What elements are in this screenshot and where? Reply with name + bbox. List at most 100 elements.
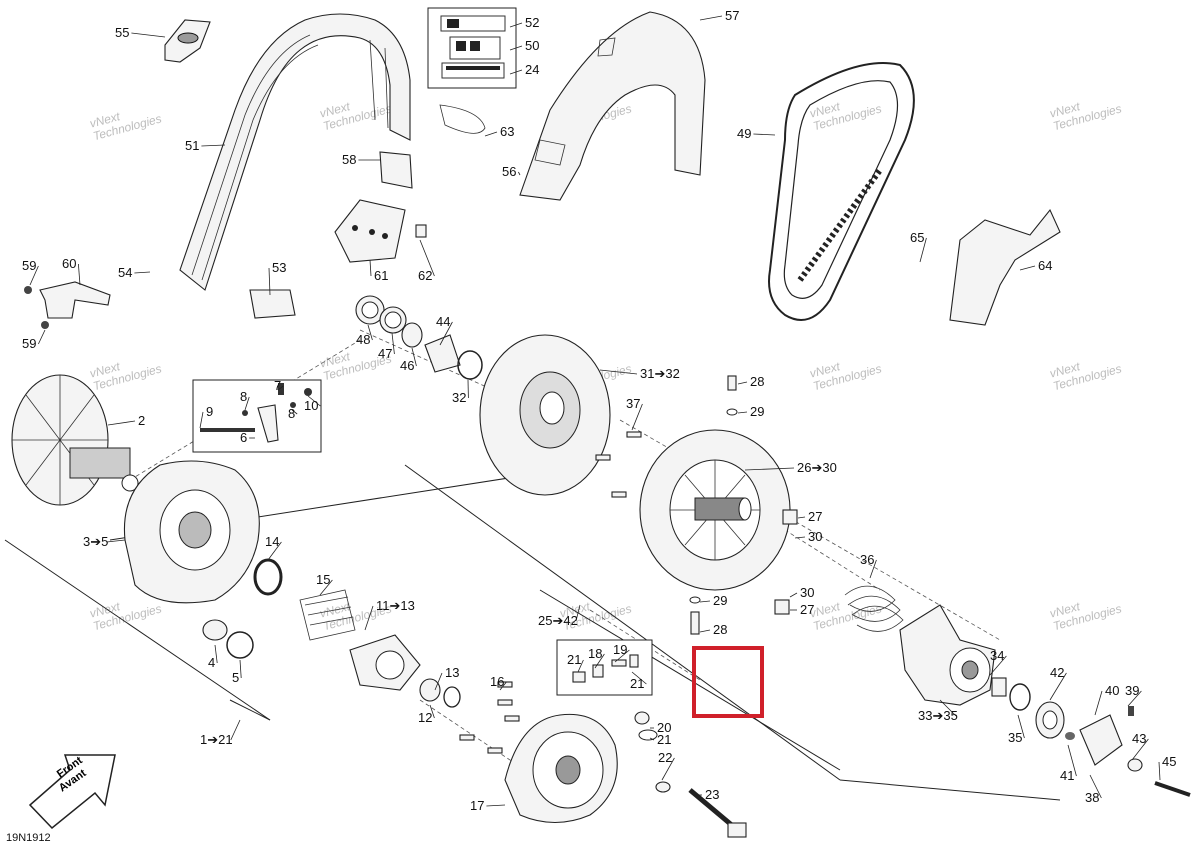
callout-label: 41 <box>1060 768 1074 783</box>
callout-leader <box>485 132 497 136</box>
callout-leader <box>700 630 710 632</box>
callout-label: 40 <box>1105 683 1119 698</box>
callout-label: 59 <box>22 258 36 273</box>
callout-leader <box>131 33 165 37</box>
callout-label: 1➔21 <box>200 732 233 747</box>
callout-label: 56 <box>502 164 516 179</box>
callout-leader <box>738 412 747 413</box>
spider-bolts <box>460 682 519 753</box>
driven-pulley-assembly <box>640 430 790 590</box>
callout-label: 57 <box>725 8 739 23</box>
main-bolt <box>656 782 746 837</box>
callout-label: 37 <box>626 396 640 411</box>
callout-label: 13 <box>445 665 459 680</box>
callout-label: 28 <box>750 374 764 389</box>
callout-label: 14 <box>265 534 279 549</box>
callout-leader <box>1159 762 1160 780</box>
callout-label: 59 <box>22 336 36 351</box>
front-direction-arrow: Front Avant <box>30 754 115 828</box>
callout-label: 20 <box>657 720 671 735</box>
callout-label: 23 <box>705 787 719 802</box>
callout-label: 27 <box>800 602 814 617</box>
callout-label: 30 <box>800 585 814 600</box>
callout-label: 25➔42 <box>538 613 578 628</box>
callout-label: 44 <box>436 314 450 329</box>
callout-leader <box>798 517 805 518</box>
callout-label: 4 <box>208 655 215 670</box>
callout-label: 58 <box>342 152 356 167</box>
callout-leader <box>1020 266 1035 270</box>
callout-label: 7 <box>274 378 281 393</box>
callout-label: 36 <box>860 552 874 567</box>
callout-leader <box>108 421 135 425</box>
callout-label: 43 <box>1132 731 1146 746</box>
callout-label: 29 <box>713 593 727 608</box>
callout-label: 8 <box>288 406 295 421</box>
callout-leader <box>790 593 797 597</box>
callout-label: 2 <box>138 413 145 428</box>
callout-label: 50 <box>525 38 539 53</box>
callout-label: 35 <box>1008 730 1022 745</box>
callout-leader <box>486 805 505 806</box>
callout-leader <box>738 382 747 384</box>
callout-label: 52 <box>525 15 539 30</box>
callout-label: 45 <box>1162 754 1176 769</box>
callout-label: 8 <box>240 389 247 404</box>
callout-label: 46 <box>400 358 414 373</box>
handle-part <box>165 20 210 62</box>
callout-leader <box>78 264 80 285</box>
cam-assembly <box>900 605 995 705</box>
callout-leader <box>700 601 710 602</box>
callout-label: 3➔5 <box>83 534 108 549</box>
label-set-box <box>428 8 516 88</box>
callout-label: 64 <box>1038 258 1052 273</box>
callout-label: 38 <box>1085 790 1099 805</box>
callout-label: 48 <box>356 332 370 347</box>
callout-label: 9 <box>206 404 213 419</box>
callout-label: 15 <box>316 572 330 587</box>
callout-label: 60 <box>62 256 76 271</box>
callout-label: 19 <box>613 642 627 657</box>
callout-label: 24 <box>525 62 539 77</box>
callout-label: 17 <box>470 798 484 813</box>
left-bracket <box>24 282 110 329</box>
callout-label: 62 <box>418 268 432 283</box>
callout-label: 21 <box>567 652 581 667</box>
callout-label: 31➔32 <box>640 366 680 381</box>
diagram-code: 19N1912 <box>6 832 51 844</box>
callout-label: 6 <box>240 430 247 445</box>
callout-label: 53 <box>272 260 286 275</box>
drive-pulley-fixed-sheave <box>12 375 138 505</box>
callout-label: 54 <box>118 265 132 280</box>
callout-label: 61 <box>374 268 388 283</box>
callout-label: 12 <box>418 710 432 725</box>
callout-label: 42 <box>1050 665 1064 680</box>
callout-label: 34 <box>990 648 1004 663</box>
callout-leader <box>518 172 520 175</box>
callout-label: 33➔35 <box>918 708 958 723</box>
drive-belt <box>769 63 914 320</box>
callout-leader <box>753 134 775 135</box>
callout-label: 16 <box>490 674 504 689</box>
spider-assembly <box>505 712 657 823</box>
callout-leader <box>215 645 217 663</box>
callout-label: 65 <box>910 230 924 245</box>
callout-leader <box>38 330 45 344</box>
callout-label: 47 <box>378 346 392 361</box>
callout-label: 63 <box>500 124 514 139</box>
callout-label: 5 <box>232 670 239 685</box>
callout-label: 51 <box>185 138 199 153</box>
callout-label: 21 <box>630 676 644 691</box>
callout-label: 49 <box>737 126 751 141</box>
callout-leader <box>107 540 125 542</box>
callout-label: 30 <box>808 529 822 544</box>
driven-pulley-sheave <box>480 335 610 495</box>
callout-leader <box>134 272 150 273</box>
callout-leader <box>795 537 805 538</box>
callout-label: 32 <box>452 390 466 405</box>
callout-label: 29 <box>750 404 764 419</box>
callout-leader <box>1095 691 1102 715</box>
callout-leader <box>370 260 371 276</box>
